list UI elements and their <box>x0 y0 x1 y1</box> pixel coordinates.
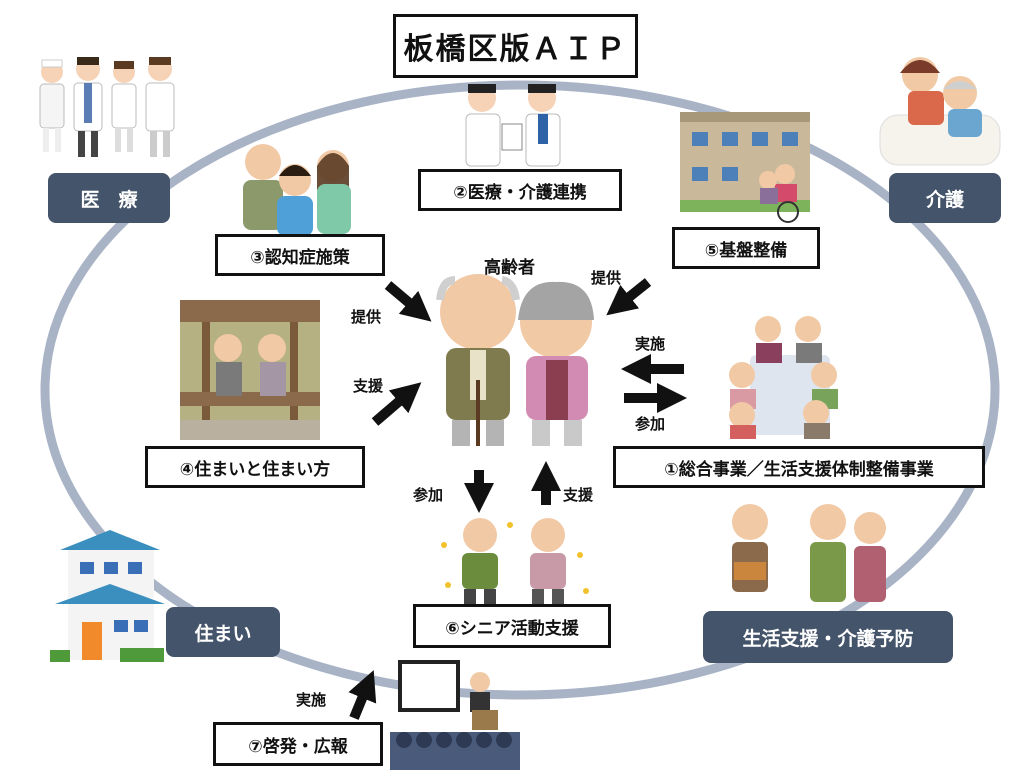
label-provide-left: 提供 <box>351 308 382 326</box>
facility-illustration <box>680 112 810 223</box>
label-participate-right: 参加 <box>635 415 666 433</box>
label-implement-right: 実施 <box>635 335 666 353</box>
label-support-up: 支援 <box>563 486 594 504</box>
elderly-on-porch-illustration <box>180 300 320 440</box>
label-implement-bottom: 実施 <box>296 691 327 709</box>
measure-m5: ⑤基盤整備 <box>672 227 820 269</box>
cheering-seniors-illustration <box>441 518 589 611</box>
domain-medical-label: 医 療 <box>80 188 138 211</box>
domain-support: 生活支援・介護予防 <box>703 611 953 663</box>
measure-m6-label: ⑥シニア活動支援 <box>445 618 579 639</box>
domain-housing-label: 住まい <box>194 622 252 645</box>
center-label: 高齢者 <box>484 258 535 278</box>
family-illustration <box>243 144 351 236</box>
measure-m2-label: ②医療・介護連携 <box>453 182 587 203</box>
page-title: 板橋区版ＡＩＰ <box>403 32 628 67</box>
measure-m1-label: ①総合事業／生活支援体制整備事業 <box>664 459 934 480</box>
doctors-conference-illustration <box>465 84 561 167</box>
arrow-provide-right <box>606 278 652 316</box>
arrow-provide-left <box>384 281 432 322</box>
label-support-left: 支援 <box>353 377 384 395</box>
care-bed-illustration <box>879 57 1001 166</box>
lecture-illustration <box>390 660 520 770</box>
medical-staff-illustration <box>39 57 175 157</box>
measure-m2: ②医療・介護連携 <box>418 169 622 211</box>
measure-m1: ①総合事業／生活支援体制整備事業 <box>613 446 985 488</box>
domain-care: 介護 <box>889 173 1001 223</box>
domain-housing: 住まい <box>166 607 280 657</box>
house-illustration <box>50 530 165 662</box>
label-provide-right: 提供 <box>591 269 622 287</box>
domain-medical: 医 療 <box>48 173 170 223</box>
arrow-support-left <box>371 382 422 426</box>
title-box: 板橋区版ＡＩＰ <box>393 14 638 78</box>
measure-m6: ⑥シニア活動支援 <box>413 604 611 648</box>
measure-m7: ⑦啓発・広報 <box>213 722 383 766</box>
community-group-illustration <box>729 316 838 439</box>
measure-m4: ④住まいと住まい方 <box>145 446 365 488</box>
measure-m5-label: ⑤基盤整備 <box>704 240 788 261</box>
exercising-seniors-illustration <box>732 504 886 602</box>
elderly-couple-illustration <box>436 274 594 446</box>
measure-m4-label: ④住まいと住まい方 <box>179 459 331 480</box>
measure-m3-label: ③認知症施策 <box>250 247 350 268</box>
domain-support-label: 生活支援・介護予防 <box>742 627 914 650</box>
label-participate-down: 参加 <box>413 486 444 504</box>
outer-ring <box>40 80 1000 700</box>
measure-m3: ③認知症施策 <box>215 234 385 276</box>
domain-care-label: 介護 <box>925 188 964 211</box>
arrow-implement-up <box>348 670 377 720</box>
measure-m7-label: ⑦啓発・広報 <box>248 736 348 757</box>
